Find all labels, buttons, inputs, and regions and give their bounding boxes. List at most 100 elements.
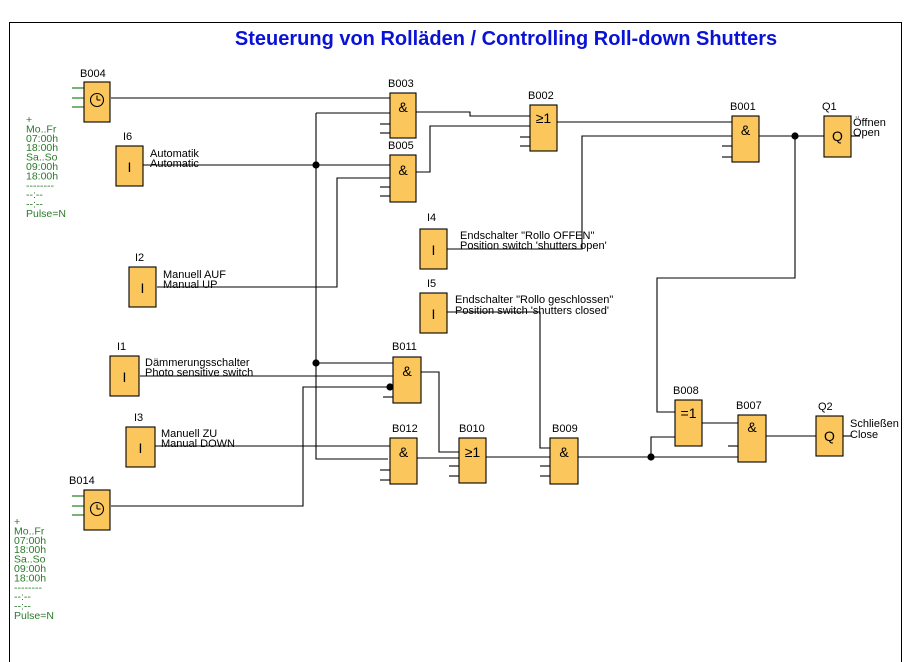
junctions bbox=[312, 132, 799, 461]
timer-param-line: --:-- bbox=[26, 199, 43, 211]
wire-i5-b009 bbox=[447, 311, 550, 449]
timer-param-line: Pulse=N bbox=[14, 610, 54, 622]
input-i2-desc-en: Manual UP bbox=[163, 279, 217, 291]
svg-text:=1: =1 bbox=[681, 405, 697, 421]
svg-text:&: & bbox=[559, 444, 569, 460]
block-b004[interactable]: B004 bbox=[72, 68, 111, 123]
svg-text:&: & bbox=[398, 162, 408, 178]
block-b008[interactable]: =1 B008 bbox=[673, 385, 703, 447]
input-i1[interactable]: I I1 Dämmerungsschalter Photo sensitive … bbox=[109, 341, 253, 397]
timer-param-line: --:-- bbox=[26, 189, 43, 201]
svg-text:I: I bbox=[123, 369, 127, 385]
wire-automatic-bus bbox=[315, 113, 388, 460]
block-b012[interactable]: & B012 bbox=[380, 423, 418, 485]
block-b005-label: B005 bbox=[388, 140, 414, 152]
junction-dot bbox=[791, 132, 799, 140]
block-b007-label: B007 bbox=[736, 400, 762, 412]
input-i3-label: I3 bbox=[134, 412, 143, 424]
block-b014-label: B014 bbox=[69, 475, 95, 487]
timer-param-line: --:-- bbox=[14, 591, 31, 603]
input-i3-desc-en: Manual DOWN bbox=[161, 438, 235, 450]
wire-i2-b005 bbox=[157, 177, 390, 288]
timer-param-line: -------- bbox=[14, 582, 42, 594]
timer-param-line: Mo..Fr bbox=[14, 525, 45, 537]
block-b011[interactable]: & B011 bbox=[383, 341, 422, 404]
timer-param-line: Mo..Fr bbox=[26, 123, 57, 135]
input-i4-desc-en: Position switch 'shutters open' bbox=[460, 240, 607, 252]
timer-param-line: 18:00h bbox=[26, 142, 58, 154]
block-b014[interactable]: B014 bbox=[69, 475, 111, 531]
timer-param-line: 07:00h bbox=[26, 133, 58, 145]
output-q1-label: Q1 bbox=[822, 101, 837, 113]
block-b002-label: B002 bbox=[528, 90, 554, 102]
svg-text:I: I bbox=[141, 280, 145, 296]
input-i4-label: I4 bbox=[427, 212, 436, 224]
input-i3[interactable]: I I3 Manuell ZU Manual DOWN bbox=[125, 412, 235, 468]
wire-q1-b008 bbox=[656, 136, 796, 413]
output-q2-label: Q2 bbox=[818, 401, 833, 413]
block-b005[interactable]: & B005 bbox=[380, 140, 417, 203]
block-b010[interactable]: ≥1 B010 bbox=[449, 423, 487, 484]
input-i6-label: I6 bbox=[123, 131, 132, 143]
timer-param-line: Pulse=N bbox=[26, 208, 66, 220]
input-i3-desc-de: Manuell ZU bbox=[161, 428, 217, 440]
svg-text:Q: Q bbox=[832, 128, 843, 144]
block-b001[interactable]: & B001 bbox=[722, 101, 760, 163]
wire-b009-b008 bbox=[650, 436, 675, 457]
input-i6-desc-de: Automatik bbox=[150, 148, 199, 160]
block-b004-label: B004 bbox=[80, 68, 106, 80]
clock-icon bbox=[89, 92, 105, 108]
input-i4-desc-de: Endschalter "Rollo OFFEN" bbox=[460, 230, 594, 242]
svg-text:&: & bbox=[398, 99, 408, 115]
input-i5-desc-en: Position switch 'shutters closed' bbox=[455, 305, 609, 317]
svg-text:I: I bbox=[128, 159, 132, 175]
block-b007[interactable]: & B007 bbox=[728, 400, 767, 463]
input-i5[interactable]: I I5 Endschalter "Rollo geschlossen" Pos… bbox=[419, 278, 613, 334]
output-q2-desc-de: Schließen bbox=[850, 418, 899, 430]
timer-param-line: 07:00h bbox=[14, 535, 46, 547]
svg-text:&: & bbox=[741, 122, 751, 138]
timer-param-line: 18:00h bbox=[14, 544, 46, 556]
input-i1-desc-en: Photo sensitive switch bbox=[145, 367, 253, 379]
output-q1-desc-en: Open bbox=[853, 127, 880, 139]
timer-b004-params: +Mo..Fr07:00h18:00hSa..So09:00h18:00h---… bbox=[26, 114, 66, 220]
timer-param-line: + bbox=[14, 516, 20, 528]
svg-text:≥1: ≥1 bbox=[465, 444, 481, 460]
block-b012-label: B012 bbox=[392, 423, 418, 435]
timer-param-line: 09:00h bbox=[14, 563, 46, 575]
output-q1[interactable]: Q Q1 Öffnen Open bbox=[822, 101, 886, 158]
diagram-frame bbox=[9, 22, 902, 662]
block-b009[interactable]: & B009 bbox=[540, 423, 579, 485]
svg-text:≥1: ≥1 bbox=[536, 110, 552, 126]
svg-text:Q: Q bbox=[824, 428, 835, 444]
block-b002[interactable]: ≥1 B002 bbox=[520, 90, 558, 152]
svg-text:I: I bbox=[432, 242, 436, 258]
input-i2[interactable]: I I2 Manuell AUF Manual UP bbox=[128, 252, 226, 308]
input-i5-label: I5 bbox=[427, 278, 436, 290]
timer-param-line: + bbox=[26, 114, 32, 126]
wire-b003-b002 bbox=[416, 111, 530, 117]
block-b008-label: B008 bbox=[673, 385, 699, 397]
svg-text:&: & bbox=[399, 444, 409, 460]
output-q2[interactable]: Q Q2 Schließen Close bbox=[815, 401, 899, 457]
input-i4[interactable]: I I4 Endschalter "Rollo OFFEN" Position … bbox=[419, 212, 607, 270]
clock-icon bbox=[89, 501, 105, 517]
block-b003[interactable]: & B003 bbox=[380, 78, 417, 139]
input-i6[interactable]: I I6 Automatik Automatic bbox=[115, 131, 199, 187]
junction-dot bbox=[312, 359, 320, 367]
wires bbox=[111, 97, 824, 507]
output-q2-desc-en: Close bbox=[850, 429, 878, 441]
junction-dot bbox=[647, 453, 655, 461]
junction-dot bbox=[386, 383, 394, 391]
svg-text:I: I bbox=[139, 440, 143, 456]
block-b011-label: B011 bbox=[392, 341, 417, 353]
block-b001-label: B001 bbox=[730, 101, 756, 113]
input-i2-desc-de: Manuell AUF bbox=[163, 269, 226, 281]
input-i5-desc-de: Endschalter "Rollo geschlossen" bbox=[455, 294, 613, 306]
wire-b011-b010 bbox=[421, 371, 459, 453]
timer-param-line: 09:00h bbox=[26, 161, 58, 173]
block-b010-label: B010 bbox=[459, 423, 485, 435]
timer-param-line: Sa..So bbox=[26, 152, 58, 164]
timer-param-line: Sa..So bbox=[14, 554, 46, 566]
